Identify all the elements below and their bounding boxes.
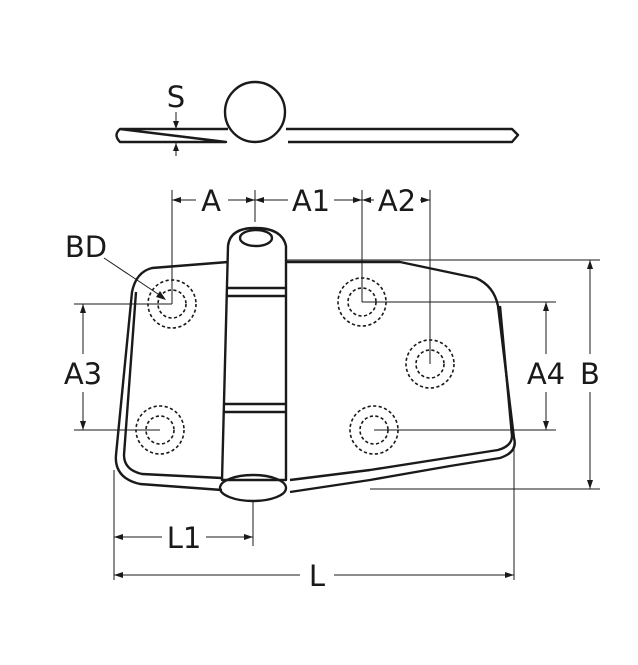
right-leaf-inner xyxy=(289,305,514,482)
side-view-leaf xyxy=(115,127,520,144)
dim-arrow-a1-left xyxy=(255,197,264,203)
thickness-arrow-top xyxy=(173,121,179,129)
dim-label-l1: L1 xyxy=(167,521,202,555)
dim-label-a4: A4 xyxy=(527,357,565,391)
dim-arrow-l-right xyxy=(505,572,514,578)
dim-label-b: B xyxy=(580,357,600,391)
dim-arrow-b-bottom xyxy=(587,480,593,489)
dim-arrow-b-top xyxy=(587,260,593,269)
thickness-label: S xyxy=(167,80,185,114)
left-leaf-inner xyxy=(122,291,223,480)
dim-arrow-l-left xyxy=(114,572,123,578)
hole-diameter-label: BD xyxy=(65,230,107,264)
dim-arrow-a2-right xyxy=(421,197,430,203)
dimensions: A A1 A2 BD A3 A4 xyxy=(64,184,600,593)
knuckle-barrel xyxy=(220,226,288,482)
dim-arrow-l1-right xyxy=(244,534,253,540)
dim-arrow-a4-bottom xyxy=(543,421,549,430)
dim-label-a2: A2 xyxy=(378,184,416,218)
dim-label-a3: A3 xyxy=(64,357,102,391)
dim-arrow-a3-top xyxy=(80,304,86,313)
dim-arrow-l1-left xyxy=(114,534,123,540)
dim-label-a1: A1 xyxy=(292,184,330,218)
dim-arrow-a-left xyxy=(172,197,181,203)
dim-label-a: A xyxy=(201,184,221,218)
side-view: S xyxy=(115,80,520,156)
dim-arrow-a-right xyxy=(246,197,255,203)
hole-diameter-arrow xyxy=(156,291,166,300)
hole-diameter-leader xyxy=(103,257,165,299)
thickness-arrow-bottom xyxy=(173,143,179,151)
dim-label-l: L xyxy=(309,559,325,593)
front-view xyxy=(114,226,516,503)
left-leaf-outer xyxy=(114,260,229,492)
dim-arrow-a4-top xyxy=(543,302,549,311)
side-view-knuckle xyxy=(223,80,287,144)
right-leaf-outer xyxy=(286,260,516,494)
dim-arrow-a1-right xyxy=(353,197,362,203)
dim-arrow-a3-bottom xyxy=(80,421,86,430)
knuckle-top-cap xyxy=(238,228,274,248)
dim-arrow-a2-left xyxy=(362,197,371,203)
